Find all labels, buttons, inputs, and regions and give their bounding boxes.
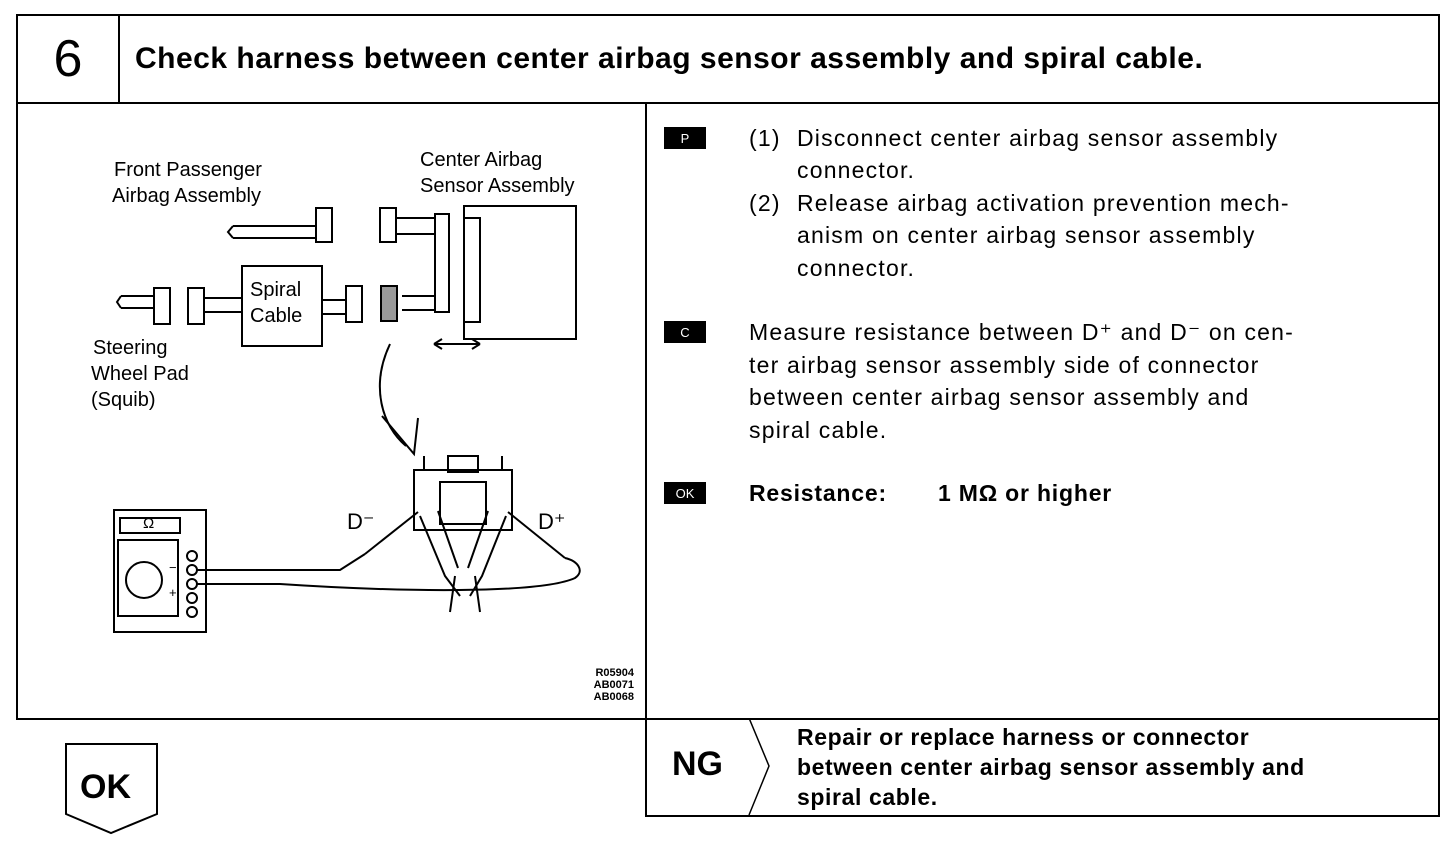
figure-code: R05904	[595, 667, 634, 679]
step-2-number: (2)	[749, 190, 781, 216]
front-passenger-label-line2: Airbag Assembly	[112, 185, 261, 207]
ng-label: NG	[672, 745, 723, 783]
ng-box-bottom	[645, 815, 1440, 817]
center-sensor-label-line1: Center Airbag	[420, 149, 543, 171]
ok-arrow-box	[65, 743, 158, 835]
check-line1: Measure resistance between D⁺ and D⁻ on …	[749, 319, 1294, 345]
steering-label-line2: Wheel Pad	[91, 363, 189, 385]
ng-action-line3: spiral cable.	[797, 784, 938, 810]
step-2-line2: anism on center airbag sensor assembly	[797, 222, 1256, 248]
header-right-border	[1438, 14, 1440, 720]
step-number: 6	[53, 30, 83, 88]
check-line3: between center airbag sensor assembly an…	[749, 384, 1250, 410]
body-bottom-border	[16, 718, 646, 720]
spiral-cable-label-line1: Spiral	[250, 279, 302, 301]
ok-criteria-value: 1 MΩ or higher	[938, 480, 1113, 506]
wiring-diagram-drawing	[113, 205, 581, 633]
ok-label: OK	[80, 768, 131, 806]
ok-tag: OK	[664, 482, 706, 504]
figure-code: AB0068	[593, 691, 634, 703]
ng-box-right	[1438, 718, 1440, 817]
wiring-diagram: Front Passenger Airbag Assembly Center A…	[20, 106, 644, 716]
check-tag: C	[664, 321, 706, 343]
step-2-line3: connector.	[797, 255, 916, 281]
header-bottom-border	[16, 102, 1440, 104]
prepare-tag: P	[664, 127, 706, 149]
ng-chevron	[748, 718, 770, 816]
step-1-number: (1)	[749, 125, 781, 151]
d-minus-label: D⁻	[347, 509, 375, 534]
step-1-line1: Disconnect center airbag sensor assembly	[797, 125, 1279, 151]
header-left-border	[16, 14, 18, 720]
ng-box-top	[645, 718, 1440, 720]
ng-action-line1: Repair or replace harness or connector	[797, 724, 1250, 750]
steering-label-line1: Steering	[93, 337, 168, 359]
figure-code: AB0071	[593, 679, 634, 691]
check-line4: spiral cable.	[749, 417, 888, 443]
step-title: Check harness between center airbag sens…	[135, 42, 1204, 75]
step-2-line1: Release airbag activation prevention mec…	[797, 190, 1290, 216]
step-1-line2: connector.	[797, 157, 916, 183]
meter-minus-sign: −	[169, 560, 177, 575]
check-line2: ter airbag sensor assembly side of conne…	[749, 352, 1260, 378]
d-plus-label: D⁺	[538, 509, 566, 534]
ng-action-line2: between center airbag sensor assembly an…	[797, 754, 1305, 780]
meter-plus-sign: +	[169, 585, 177, 600]
step-number-divider	[118, 14, 120, 104]
front-passenger-label-line1: Front Passenger	[114, 159, 262, 181]
ohm-symbol: Ω	[143, 515, 155, 532]
spiral-cable-label-line2: Cable	[250, 305, 303, 327]
ok-criteria-label: Resistance:	[749, 480, 887, 506]
center-sensor-label-line2: Sensor Assembly	[420, 175, 575, 197]
steering-label-line3: (Squib)	[91, 389, 156, 411]
header-top-border	[16, 14, 1440, 16]
column-divider	[645, 102, 647, 816]
